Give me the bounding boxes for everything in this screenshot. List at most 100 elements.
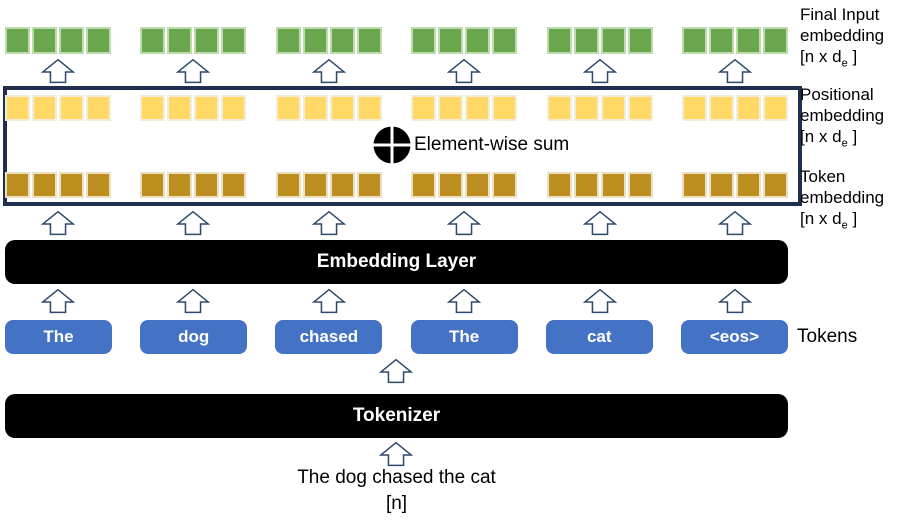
- up-arrow-icon: [41, 288, 75, 314]
- embedding-cell: [5, 27, 30, 54]
- embedding-cell: [465, 172, 491, 198]
- embedding-cell: [59, 95, 84, 121]
- embedding-cell: [600, 95, 626, 121]
- token-box: chased: [275, 320, 383, 354]
- up-arrow-icon: [176, 210, 211, 236]
- arrows-to-layer-row: [5, 288, 788, 314]
- embedding-cell: [438, 95, 464, 121]
- embedding-cell: [167, 27, 193, 54]
- up-arrow-icon: [41, 210, 75, 236]
- embedding-cell: [329, 172, 355, 198]
- up-arrow-icon: [717, 210, 752, 236]
- embedding-cell: [329, 95, 355, 121]
- final-embedding-row: [5, 27, 788, 54]
- positional-embedding-vector: [546, 95, 653, 121]
- embedding-cell: [221, 95, 247, 121]
- token-box: The: [410, 320, 518, 354]
- up-arrow-icon: [447, 58, 482, 84]
- final-embedding-vector: [681, 27, 788, 54]
- embedding-cell: [681, 95, 707, 121]
- embedding-cell: [356, 27, 382, 54]
- embedding-cell: [356, 172, 382, 198]
- embedding-cell: [465, 95, 491, 121]
- tokenizer-bar: Tokenizer: [5, 394, 788, 438]
- embedding-cell: [492, 172, 518, 198]
- embedding-cell: [302, 172, 328, 198]
- embedding-cell: [5, 172, 30, 198]
- positional-embedding-row: [5, 95, 788, 121]
- positional-embedding-label: Positional embedding [n x de ]: [800, 85, 885, 150]
- embedding-cell: [167, 172, 193, 198]
- up-arrow-icon: [379, 441, 413, 467]
- embedding-cell: [762, 27, 788, 54]
- embedding-cell: [708, 27, 734, 54]
- positional-embedding-vector: [140, 95, 247, 121]
- embedding-cell: [32, 95, 57, 121]
- embedding-cell: [735, 172, 761, 198]
- token-box: <eos>: [680, 320, 788, 354]
- embedding-cell: [194, 172, 220, 198]
- embedding-cell: [356, 95, 382, 121]
- embedding-cell: [221, 172, 247, 198]
- up-arrow-icon: [447, 288, 482, 314]
- embedding-cell: [546, 27, 572, 54]
- token-embedding-vector: [275, 172, 382, 198]
- arrows-to-final-row: [5, 58, 788, 84]
- embedding-cell: [438, 172, 464, 198]
- embedding-cell: [438, 27, 464, 54]
- up-arrow-icon: [176, 58, 211, 84]
- up-arrow-icon: [311, 58, 346, 84]
- embedding-cell: [5, 95, 30, 121]
- final-embedding-vector: [411, 27, 518, 54]
- token-embedding-vector: [140, 172, 247, 198]
- embedding-cell: [167, 95, 193, 121]
- embedding-cell: [86, 172, 111, 198]
- embedding-cell: [762, 95, 788, 121]
- embedding-cell: [546, 172, 572, 198]
- token-embedding-vector: [681, 172, 788, 198]
- embedding-layer-bar: Embedding Layer: [5, 240, 788, 284]
- embedding-cell: [573, 27, 599, 54]
- token-box: cat: [545, 320, 653, 354]
- embedding-cell: [492, 27, 518, 54]
- positional-embedding-vector: [5, 95, 111, 121]
- up-arrow-icon: [379, 358, 413, 384]
- embedding-cell: [302, 27, 328, 54]
- embedding-cell: [627, 95, 653, 121]
- embedding-cell: [600, 27, 626, 54]
- embedding-cell: [275, 27, 301, 54]
- embedding-cell: [221, 27, 247, 54]
- final-embedding-vector: [5, 27, 111, 54]
- final-embedding-vector: [546, 27, 653, 54]
- embedding-cell: [275, 95, 301, 121]
- token-embedding-vector: [5, 172, 111, 198]
- embedding-cell: [59, 27, 84, 54]
- embedding-cell: [465, 27, 491, 54]
- embedding-cell: [86, 27, 111, 54]
- sum-group-box: [3, 86, 802, 206]
- tokens-label: Tokens: [797, 326, 858, 347]
- up-arrow-icon: [311, 288, 346, 314]
- positional-embedding-vector: [681, 95, 788, 121]
- element-wise-sum-label: Element-wise sum: [414, 134, 570, 155]
- token-box: The: [5, 320, 112, 354]
- embedding-cell: [681, 172, 707, 198]
- embedding-cell: [194, 27, 220, 54]
- final-input-embedding-label: Final Input embedding [n x de ]: [800, 5, 885, 70]
- embedding-cell: [573, 95, 599, 121]
- embedding-cell: [140, 95, 166, 121]
- arrows-to-embeddings-row: [5, 210, 788, 236]
- element-wise-sum: Element-wise sum: [373, 126, 569, 164]
- up-arrow-icon: [311, 210, 346, 236]
- token-embedding-label: Token embedding [n x de ]: [800, 167, 885, 232]
- up-arrow-icon: [447, 210, 482, 236]
- up-arrow-icon: [41, 58, 75, 84]
- positional-embedding-vector: [411, 95, 518, 121]
- embedding-cell: [329, 27, 355, 54]
- embedding-cell: [708, 95, 734, 121]
- token-embedding-row: [5, 172, 788, 198]
- embedding-cell: [492, 95, 518, 121]
- input-dims: [n]: [385, 493, 408, 514]
- embedding-cell: [140, 172, 166, 198]
- token-embedding-vector: [546, 172, 653, 198]
